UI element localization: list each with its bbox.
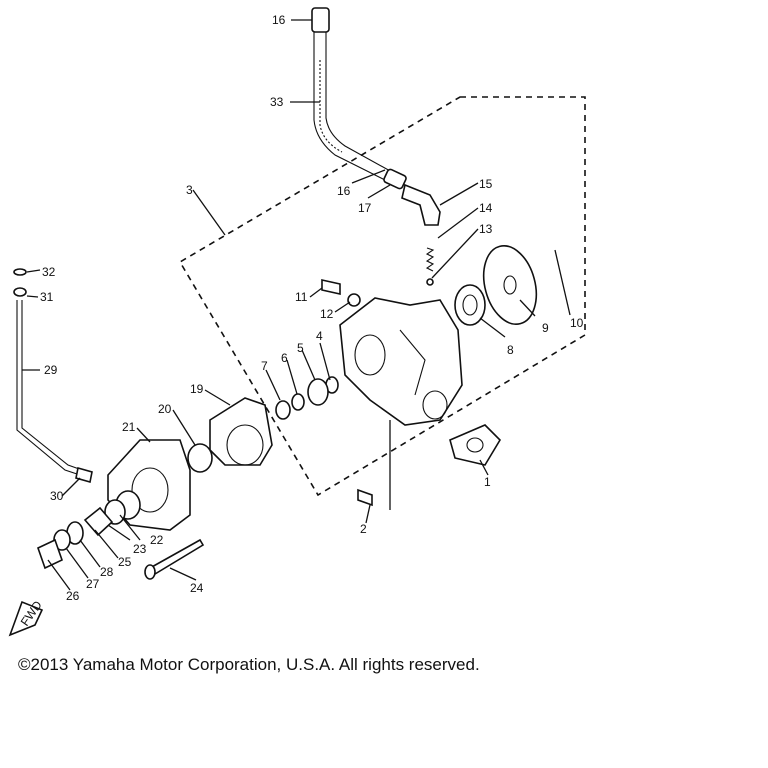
- ring: [275, 400, 291, 420]
- hose-cap: [311, 7, 330, 33]
- ball: [426, 278, 434, 286]
- cover-19: [209, 397, 273, 466]
- callout-13: 13: [479, 222, 493, 236]
- callout-2: 2: [360, 522, 367, 536]
- callout-26: 26: [66, 589, 80, 603]
- callout-16: 16: [337, 184, 351, 198]
- callout-12: 12: [320, 307, 334, 321]
- washer: [307, 378, 329, 406]
- callout-29: 29: [44, 363, 58, 377]
- lower-parts: [37, 490, 205, 580]
- callout-25: 25: [118, 555, 132, 569]
- spring: [425, 247, 435, 272]
- callout-30: 30: [50, 489, 64, 503]
- gasket-hole: [466, 437, 484, 453]
- bearing: [454, 284, 486, 326]
- callout-20: 20: [158, 402, 172, 416]
- washer: [347, 293, 361, 307]
- callout-6: 6: [281, 351, 288, 365]
- screw: [321, 279, 341, 295]
- body-port: [131, 467, 169, 513]
- callout-10: 10: [570, 316, 584, 330]
- callout-7: 7: [261, 359, 268, 373]
- callout-5: 5: [297, 341, 304, 355]
- callout-31: 31: [40, 290, 54, 304]
- hose-tube: [313, 32, 386, 181]
- pump-housing: [339, 297, 502, 466]
- callout-14: 14: [479, 201, 493, 215]
- callout-21: 21: [122, 420, 136, 434]
- plate-25: [83, 506, 114, 537]
- assembly-boundary: [178, 96, 586, 497]
- callout-11: 11: [295, 290, 308, 304]
- washer-31: [13, 287, 27, 297]
- ring: [291, 393, 305, 411]
- oring-23: [104, 499, 126, 525]
- gasket: [449, 424, 502, 466]
- callout-33: 33: [270, 95, 284, 109]
- pipe: [21, 300, 83, 471]
- callout-16-top: 16: [272, 13, 286, 27]
- callout-28: 28: [100, 565, 114, 579]
- callout-32: 32: [42, 265, 56, 279]
- callout-9: 9: [542, 321, 549, 335]
- callout-4: 4: [316, 329, 323, 343]
- fwd-arrow-icon: FWD: [8, 598, 45, 637]
- cover-boss: [226, 424, 264, 466]
- callout-1: 1: [484, 475, 491, 489]
- screws: [321, 279, 373, 507]
- copyright-notice: ©2013 Yamaha Motor Corporation, U.S.A. A…: [18, 655, 480, 674]
- callout-15: 15: [479, 177, 493, 191]
- spring-ball: [425, 247, 435, 286]
- seal-20: [187, 443, 213, 473]
- gear: [482, 245, 538, 325]
- hose-assembly: [311, 7, 441, 226]
- hose-clamp: [383, 168, 407, 190]
- callout-8: 8: [507, 343, 514, 357]
- callouts: 16 33 3 16 17 15 14 13 11 12 4 5 6 7 8 9…: [40, 13, 584, 603]
- housing-port: [354, 334, 386, 376]
- bolt-24-head: [144, 564, 156, 580]
- callout-27: 27: [86, 577, 100, 591]
- gear-bearing: [454, 245, 538, 326]
- hose-coil: [319, 60, 343, 153]
- gear-hub: [503, 275, 517, 295]
- screw: [357, 488, 373, 507]
- housing-rib: [399, 329, 426, 396]
- callout-24: 24: [190, 581, 204, 595]
- bearing-inner: [462, 294, 478, 316]
- shaft-parts: [275, 376, 339, 420]
- cap-32: [13, 268, 27, 276]
- hose-tube: [325, 32, 393, 173]
- callout-3: 3: [186, 183, 193, 197]
- callout-22: 22: [150, 533, 164, 547]
- leader-lines: [22, 19, 571, 591]
- pipe: [16, 300, 81, 476]
- housing-port: [422, 390, 448, 420]
- housing-body: [339, 297, 463, 426]
- callout-23: 23: [133, 542, 147, 556]
- bolt-26: [37, 538, 63, 570]
- callout-19: 19: [190, 382, 204, 396]
- parts-diagram: FWD 16: [8, 7, 586, 637]
- callout-17: 17: [358, 201, 372, 215]
- elbow-fitting: [401, 183, 441, 226]
